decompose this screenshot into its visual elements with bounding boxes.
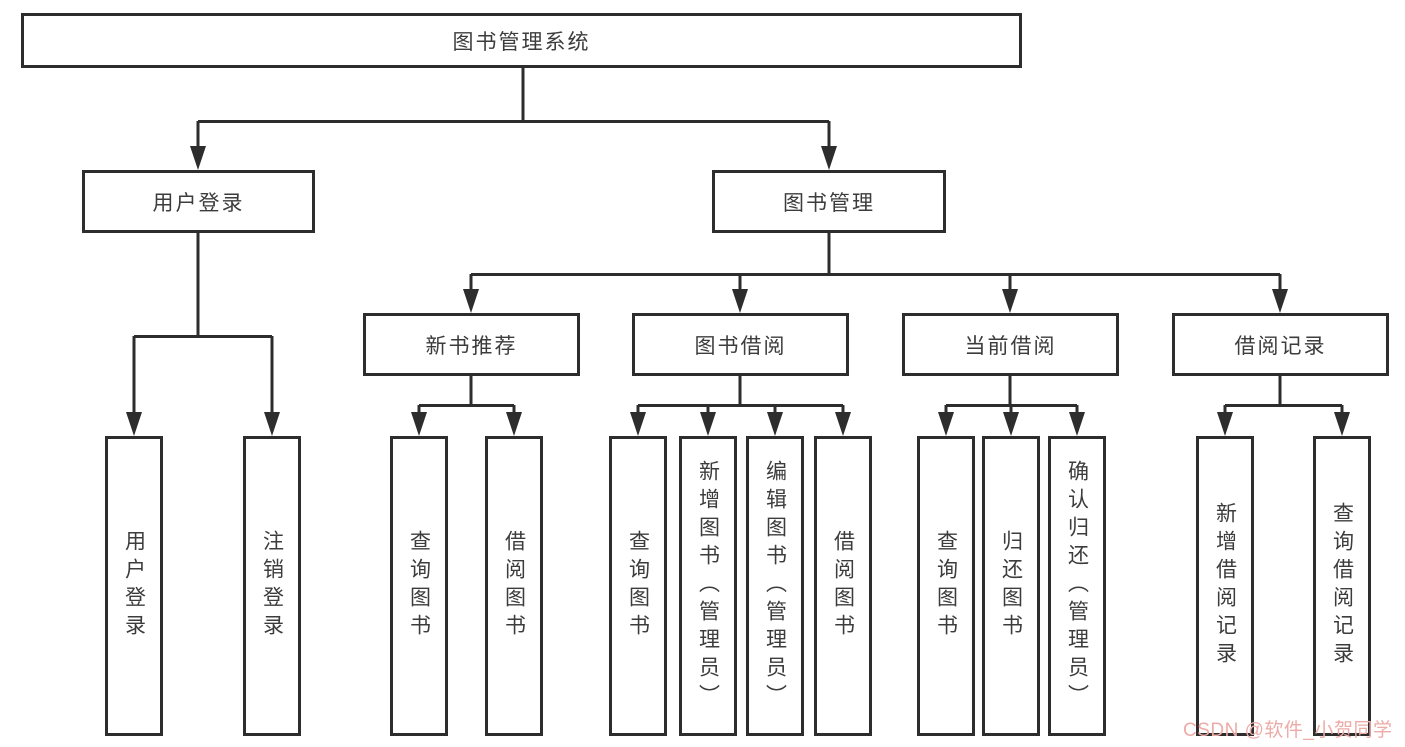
node-borrowing-records: 借阅记录 [1172, 313, 1389, 376]
node-current-borrowing: 当前借阅 [902, 313, 1119, 376]
node-book-management: 图书管理 [712, 170, 946, 233]
connector-bookmgmt-to-level3 [469, 233, 1282, 291]
csdn-watermark: CSDN @软件_小贺同学 [1183, 720, 1393, 741]
leaf-confirm-return-admin: 确认归还（管理员） [1048, 436, 1106, 736]
leaf-user-login: 用户登录 [105, 436, 163, 736]
leaf-add-books-admin: 新增图书（管理员） [679, 436, 737, 736]
leaf-return-books: 归还图书 [982, 436, 1040, 736]
connector-borrowrecords-to-children [1223, 376, 1344, 414]
leaf-edit-books-admin: 编辑图书（管理员） [746, 436, 804, 736]
leaf-add-borrow-record: 新增借阅记录 [1196, 436, 1254, 736]
leaf-query-books-current: 查询图书 [917, 436, 975, 736]
leaf-borrow-books: 借阅图书 [814, 436, 872, 736]
connector-userlogin-to-children [132, 233, 274, 414]
leaf-query-books-borrow: 查询图书 [609, 436, 667, 736]
connector-currentborrow-to-children [944, 376, 1079, 414]
connector-newbookrec-to-children [417, 376, 516, 414]
leaf-query-borrow-record: 查询借阅记录 [1313, 436, 1371, 736]
connector-root-to-level2 [196, 68, 831, 148]
leaf-query-books-rec: 查询图书 [390, 436, 448, 736]
leaf-logout: 注销登录 [243, 436, 301, 736]
node-new-book-recommend: 新书推荐 [363, 313, 580, 376]
connector-bookborrow-to-children [636, 376, 845, 414]
node-root-system: 图书管理系统 [21, 13, 1022, 68]
node-user-login: 用户登录 [82, 170, 315, 233]
node-book-borrowing: 图书借阅 [632, 313, 849, 376]
leaf-borrow-books-rec: 借阅图书 [485, 436, 543, 736]
arrowheads [126, 146, 1350, 436]
